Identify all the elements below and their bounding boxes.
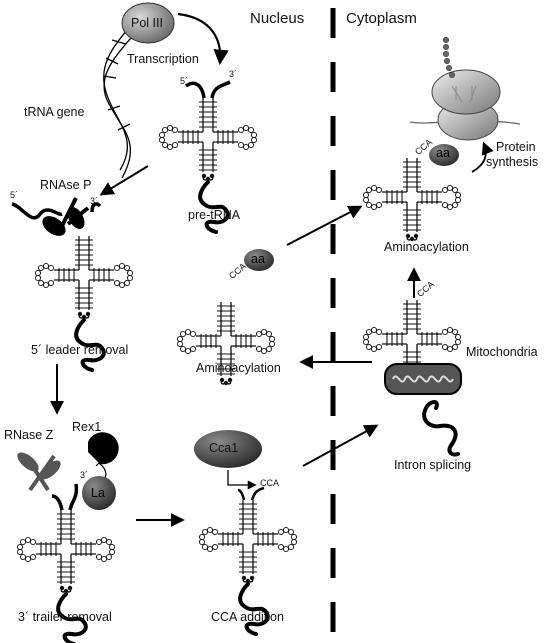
aa-nuclear-label: aa (251, 252, 265, 266)
cytoplasmic-aminoacylated-trna (362, 157, 462, 242)
rnase-p-label: RNAse P (40, 178, 92, 192)
pol3-label: Pol III (131, 16, 163, 30)
aminoacylation-cytoplasm-label: Aminoacylation (384, 240, 469, 254)
flow-arrows (50, 165, 421, 527)
cca-addition-trna (198, 486, 298, 636)
cca1-enzyme (194, 430, 262, 468)
cca-addition-label: CCA addition (211, 610, 284, 624)
rex1-label: Rex1 (72, 420, 102, 434)
la-protein (82, 476, 116, 510)
aa-nuclear-circle (244, 249, 274, 271)
trailer-removal-label: 3´ trailer removal (18, 610, 112, 624)
la-label: La (91, 486, 105, 500)
aa-cytoplasm-label: aa (436, 146, 450, 160)
pre-trna-label: pre-tRNA (188, 208, 241, 222)
pol3-enzyme (121, 2, 175, 44)
dna-helix-icon (103, 13, 151, 179)
mitochondria-icon (384, 363, 462, 395)
mitochondria-label: Mitochondria (466, 345, 538, 359)
leader-removal-label: 5´ leader removal (31, 343, 129, 357)
intron-splicing-label: Intron splicing (394, 458, 472, 472)
transcription-arrow (177, 12, 229, 66)
excised-intron (422, 400, 460, 457)
three-prime-pretrna: 3´ (229, 69, 238, 79)
five-prime-leader: 5´ (10, 190, 19, 200)
protein-synthesis-label-2: synthesis (486, 155, 539, 169)
aa-cytoplasm-circle (429, 144, 459, 166)
aminoacylation-nuclear-label: Aminoacylation (196, 361, 281, 375)
five-prime-pretrna: 5´ (180, 76, 189, 86)
rex1-enzyme (88, 432, 119, 465)
pre-trna-structure (158, 80, 258, 234)
rnase-z-scissors-icon (17, 452, 61, 492)
cca-tag-addition: CCA (260, 478, 280, 488)
rnase-z-label: RNase Z (4, 428, 54, 442)
protein-synthesis-label-1: Protein (496, 140, 536, 154)
nucleus-label: Nucleus (250, 10, 305, 27)
ribosome-icon (409, 36, 521, 141)
rnase-p-scissors-icon (42, 197, 90, 236)
transcription-label: Transcription (127, 52, 199, 66)
trna-gene-label: tRNA gene (24, 105, 85, 119)
cytoplasm-label: Cytoplasm (346, 10, 417, 27)
three-prime-trailer: 3´ (80, 470, 89, 480)
three-prime-leader: 3´ (90, 196, 99, 206)
rnase-p-leader (11, 202, 63, 220)
cca1-label: Cca1 (209, 441, 239, 455)
trailer-removal-trna (16, 483, 116, 643)
